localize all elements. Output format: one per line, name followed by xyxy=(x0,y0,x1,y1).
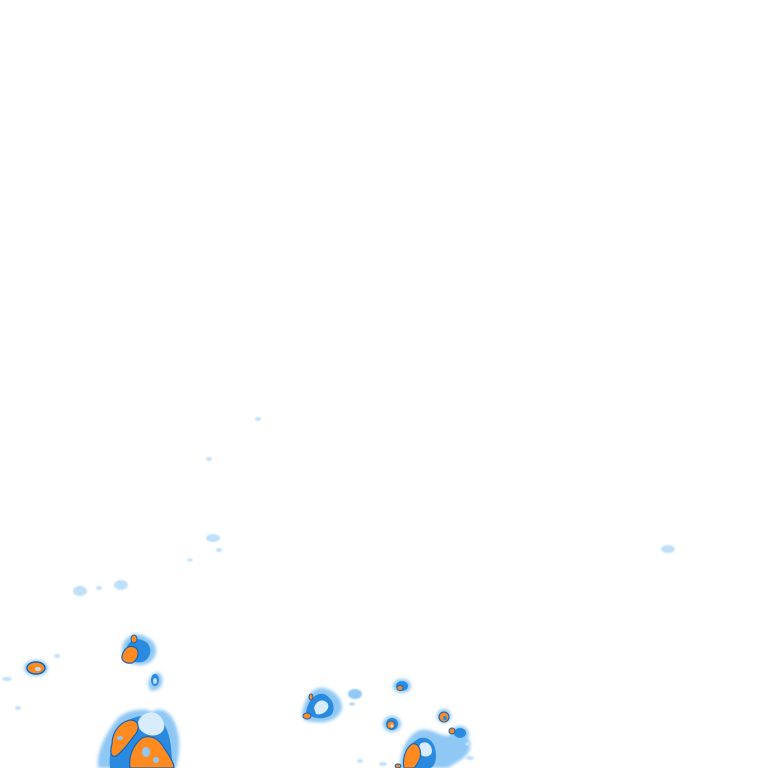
echo-hole xyxy=(390,724,394,728)
echo-hole xyxy=(153,678,157,684)
echo-cell xyxy=(206,534,220,542)
echo-core xyxy=(110,719,139,757)
echo-core xyxy=(121,645,139,664)
echo-speck xyxy=(357,759,363,763)
echo-speck xyxy=(206,457,212,461)
echo-speck xyxy=(96,586,102,590)
echo-core xyxy=(402,743,422,768)
echo-speck xyxy=(187,558,193,562)
echo-speck xyxy=(255,417,261,421)
storm-cell-north-east xyxy=(393,679,411,693)
echo-speck xyxy=(2,677,12,681)
echo-light-patch xyxy=(418,742,432,757)
echo-core xyxy=(394,763,402,768)
storm-cell-north-west xyxy=(121,634,157,666)
echo-speck xyxy=(15,706,21,710)
storm-cell-small xyxy=(148,672,163,691)
echo-core xyxy=(448,727,456,735)
light-echoes xyxy=(2,417,675,766)
storm-cluster-south-west xyxy=(97,709,180,768)
echo-core xyxy=(308,693,314,701)
echo-hole xyxy=(35,667,41,671)
echo-cell xyxy=(348,689,362,699)
echo-core xyxy=(130,634,138,644)
storm-cell-east xyxy=(383,716,401,732)
echo-speck xyxy=(379,762,387,766)
echo-hole xyxy=(142,747,150,757)
storm-cell-west xyxy=(24,660,48,676)
storm-cell-central xyxy=(302,687,362,723)
echo-cell xyxy=(114,580,128,590)
echo-cell xyxy=(661,545,675,553)
echo-light-patch xyxy=(314,700,329,715)
echo-hole xyxy=(443,716,447,720)
echo-mid xyxy=(454,728,466,738)
echo-speck xyxy=(465,742,471,746)
storm-cluster-south-east xyxy=(394,709,471,768)
echo-speck xyxy=(54,654,60,658)
echo-light-patch xyxy=(138,712,165,736)
echo-core xyxy=(396,685,404,691)
echo-hole xyxy=(117,736,123,740)
echo-speck xyxy=(216,548,222,552)
echo-cell xyxy=(73,586,87,596)
echo-core xyxy=(302,712,312,720)
echo-hole xyxy=(153,757,159,763)
echo-speck xyxy=(466,756,474,760)
echo-core xyxy=(129,736,175,768)
echo-speck xyxy=(349,702,355,706)
